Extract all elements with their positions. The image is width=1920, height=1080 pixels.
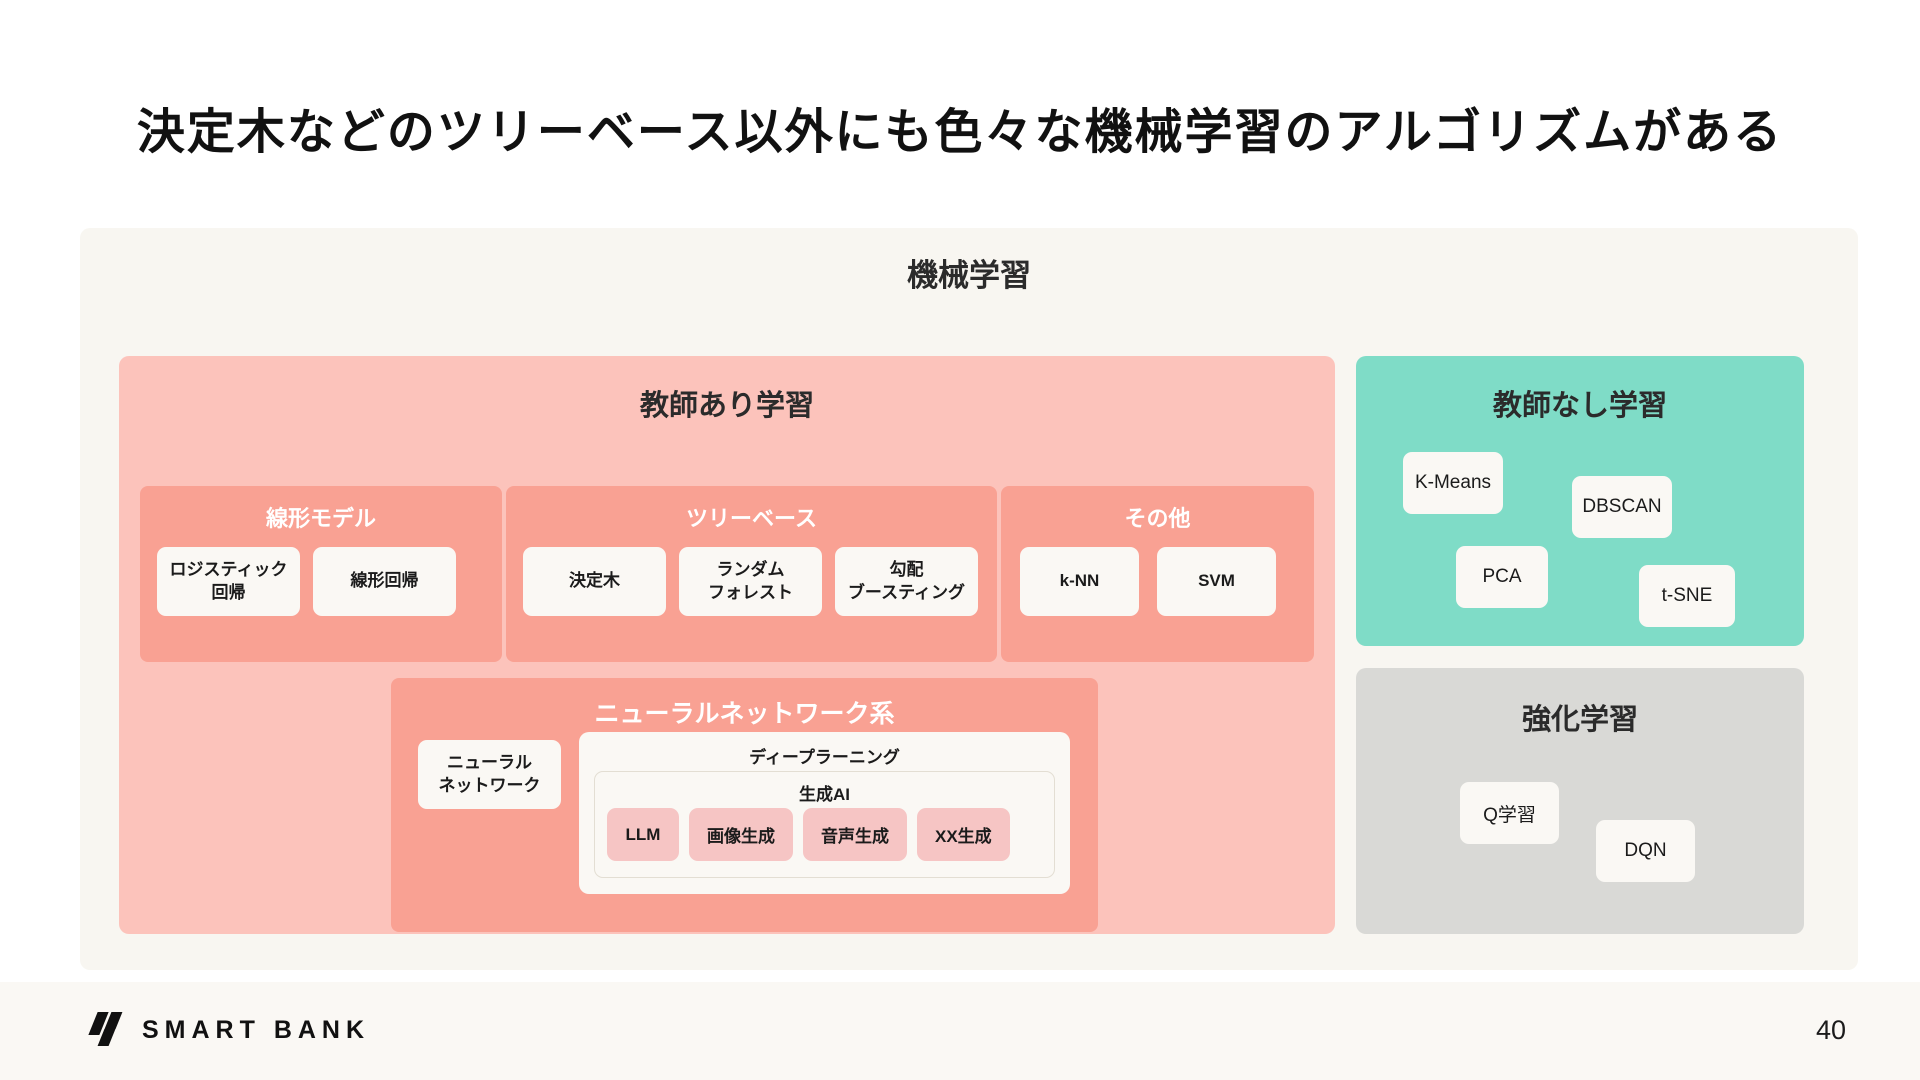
pill-llm[interactable]: LLM [607,808,679,861]
group-linear-models: 線形モデル ロジスティック回帰 線形回帰 [140,486,502,662]
pill-audio-generation[interactable]: 音声生成 [803,808,907,861]
group-tree-based: ツリーベース 決定木 ランダムフォレスト 勾配ブースティング [506,486,997,662]
chip-gradient-boosting[interactable]: 勾配ブースティング [835,547,978,616]
group-deep-learning: ディープラーニング 生成AI LLM 画像生成 音声生成 XX生成 [579,732,1070,894]
group-linear-models-label: 線形モデル [265,506,376,531]
chip-neural-network[interactable]: ニューラルネットワーク [418,740,561,809]
pill-xx-generation[interactable]: XX生成 [917,808,1010,861]
slide-footer: SMART BANK 40 [0,982,1920,1080]
brand-name: SMART BANK [142,1015,371,1044]
smartbank-slash-mark-icon [88,1012,126,1048]
supervised-learning-label: 教師あり学習 [639,390,814,422]
group-other: その他 k-NN SVM [1001,486,1314,662]
reinforcement-learning-panel: 強化学習 Q学習 DQN [1356,668,1804,934]
supervised-learning-panel: 教師あり学習 線形モデル ロジスティック回帰 線形回帰 ツリーベース 決定木 ラ… [119,356,1335,934]
generative-ai-item-row: LLM 画像生成 音声生成 XX生成 [607,808,1010,861]
group-generative-ai: 生成AI LLM 画像生成 音声生成 XX生成 [594,771,1055,878]
unsupervised-learning-label: 教師なし学習 [1492,390,1667,422]
group-other-label: その他 [1124,506,1191,531]
chip-tsne[interactable]: t-SNE [1639,565,1735,627]
group-tree-based-label: ツリーベース [686,506,817,531]
group-neural-network-label: ニューラルネットワーク系 [594,700,895,728]
chip-q-learning[interactable]: Q学習 [1460,782,1559,844]
group-generative-ai-label: 生成AI [799,785,850,804]
pill-image-generation[interactable]: 画像生成 [689,808,793,861]
brand-logo: SMART BANK [88,1012,371,1048]
unsupervised-learning-panel: 教師なし学習 K-Means DBSCAN PCA t-SNE [1356,356,1804,646]
reinforcement-learning-label: 強化学習 [1521,704,1638,736]
chip-dbscan[interactable]: DBSCAN [1572,476,1672,538]
group-neural-network: ニューラルネットワーク系 ニューラルネットワーク ディープラーニング 生成AI … [391,678,1098,932]
machine-learning-container: 機械学習 教師あり学習 線形モデル ロジスティック回帰 線形回帰 ツリーベース … [80,228,1858,970]
group-deep-learning-label: ディープラーニング [749,748,900,767]
chip-svm[interactable]: SVM [1157,547,1276,616]
chip-pca[interactable]: PCA [1456,546,1548,608]
page-title: 決定木などのツリーベース以外にも色々な機械学習のアルゴリズムがある [136,106,1784,159]
chip-dqn[interactable]: DQN [1596,820,1695,882]
chip-random-forest[interactable]: ランダムフォレスト [679,547,822,616]
page-number: 40 [1815,1015,1846,1045]
machine-learning-label: 機械学習 [907,258,1031,293]
chip-decision-tree[interactable]: 決定木 [523,547,666,616]
chip-logistic-regression[interactable]: ロジスティック回帰 [157,547,300,616]
chip-kmeans[interactable]: K-Means [1403,452,1503,514]
chip-linear-regression[interactable]: 線形回帰 [313,547,456,616]
chip-knn[interactable]: k-NN [1020,547,1139,616]
